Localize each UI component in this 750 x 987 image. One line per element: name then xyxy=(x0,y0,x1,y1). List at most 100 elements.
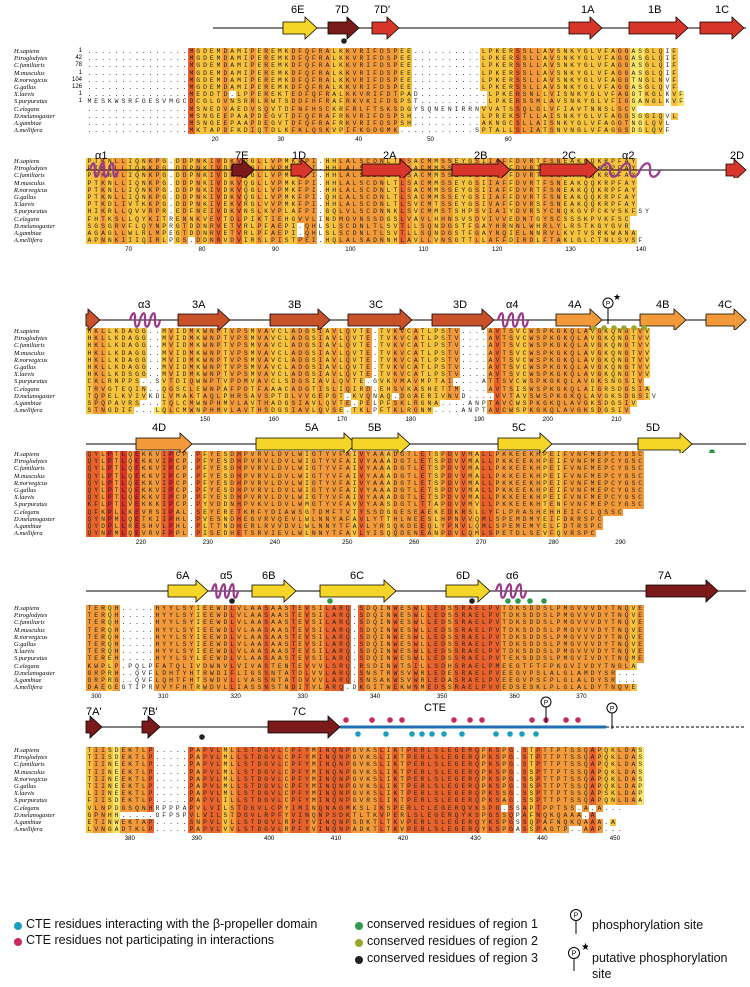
residue: K xyxy=(147,473,154,480)
residue: V xyxy=(100,386,107,393)
residue: F xyxy=(671,77,678,84)
residue: T xyxy=(86,393,93,400)
residue: V xyxy=(521,393,528,400)
residue: Y xyxy=(487,230,494,237)
residue: N xyxy=(596,106,603,113)
residue: V xyxy=(494,364,501,371)
residue: R xyxy=(127,523,134,530)
residue: P xyxy=(195,530,202,537)
residue: I xyxy=(487,208,494,215)
residue: H xyxy=(446,663,453,670)
residue: T xyxy=(338,393,345,400)
residue: E xyxy=(514,494,521,501)
residue: Q xyxy=(610,342,617,349)
residue: A xyxy=(630,62,637,69)
residue: V xyxy=(270,208,277,215)
residue: . xyxy=(426,48,433,55)
residue: G xyxy=(555,364,562,371)
residue: Q xyxy=(372,619,379,626)
residue: A xyxy=(338,516,345,523)
ss-label: 1D xyxy=(292,150,306,162)
residue: E xyxy=(93,655,100,662)
residue: T xyxy=(419,342,426,349)
residue: E xyxy=(270,84,277,91)
residue: L xyxy=(582,120,589,127)
residue: I xyxy=(317,619,324,626)
residue: R xyxy=(460,509,467,516)
residue: K xyxy=(140,480,147,487)
residue: S xyxy=(154,98,161,105)
residue: L xyxy=(331,230,338,237)
residue: V xyxy=(548,84,555,91)
residue: . xyxy=(419,91,426,98)
residue: K xyxy=(501,494,508,501)
residue: P xyxy=(487,627,494,634)
residue: V xyxy=(576,641,583,648)
residue: V xyxy=(263,465,270,472)
residue: V xyxy=(351,120,358,127)
residue: E xyxy=(215,458,222,465)
residue: F xyxy=(202,458,209,465)
residue: P xyxy=(229,113,236,120)
residue: T xyxy=(535,663,542,670)
residue: E xyxy=(548,501,555,508)
residue: L xyxy=(174,400,181,407)
residue: A xyxy=(582,364,589,371)
residue: E xyxy=(317,393,324,400)
residue: C xyxy=(610,487,617,494)
residue: L xyxy=(181,516,188,523)
residue: L xyxy=(433,516,440,523)
residue: P xyxy=(487,62,494,69)
residue: . xyxy=(120,663,127,670)
residue: S xyxy=(535,350,542,357)
residue: A xyxy=(222,386,229,393)
residue: I xyxy=(195,612,202,619)
residue: T xyxy=(317,494,324,501)
residue: M xyxy=(188,371,195,378)
residue: S xyxy=(521,627,528,634)
residue: V xyxy=(582,663,589,670)
residue: I xyxy=(480,201,487,208)
residue: R xyxy=(576,523,583,530)
residue: V xyxy=(630,400,637,407)
residue: S xyxy=(440,342,447,349)
residue: G xyxy=(555,371,562,378)
residue: E xyxy=(283,516,290,523)
residue: L xyxy=(399,180,406,187)
residue: L xyxy=(106,350,113,357)
residue: V xyxy=(331,335,338,342)
residue: S xyxy=(406,509,413,516)
residue: F xyxy=(678,91,685,98)
residue: L xyxy=(181,509,188,516)
residue: T xyxy=(501,342,508,349)
residue: V xyxy=(644,371,651,378)
residue: N xyxy=(630,120,637,127)
residue: L xyxy=(610,106,617,113)
residue: Q xyxy=(569,371,576,378)
residue: . xyxy=(440,84,447,91)
residue: D xyxy=(378,216,385,223)
species-labels: H.sapiensP.troglodytesC.familiarisM.musc… xyxy=(14,451,74,537)
residue: M xyxy=(419,378,426,385)
residue: H xyxy=(236,458,243,465)
residue: V xyxy=(168,371,175,378)
residue: N xyxy=(576,465,583,472)
residue: I xyxy=(644,393,651,400)
residue: S xyxy=(317,127,324,134)
residue: E xyxy=(399,627,406,634)
residue: . xyxy=(440,48,447,55)
residue: F xyxy=(297,201,304,208)
residue: K xyxy=(195,216,202,223)
residue: L xyxy=(270,487,277,494)
residue: G xyxy=(623,55,630,62)
residue: S xyxy=(358,194,365,201)
residue: L xyxy=(229,655,236,662)
residue: D xyxy=(514,216,521,223)
residue: G xyxy=(555,350,562,357)
residue: V xyxy=(236,641,243,648)
residue: L xyxy=(521,530,528,537)
residue: V xyxy=(256,357,263,364)
residue: K xyxy=(610,393,617,400)
residue: D xyxy=(297,357,304,364)
residue: E xyxy=(508,516,515,523)
